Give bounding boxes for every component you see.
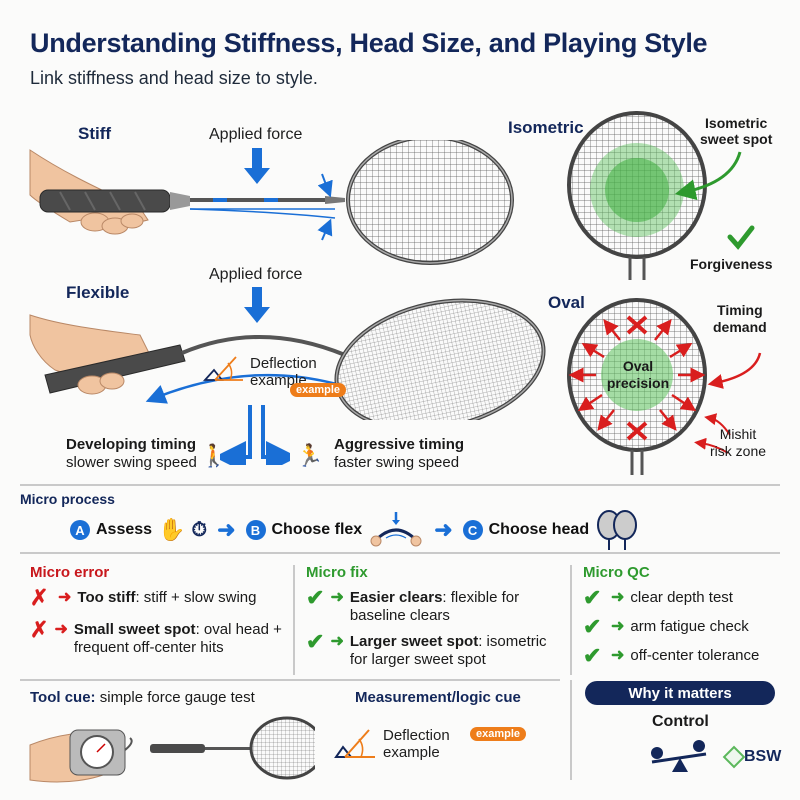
divider: [20, 679, 560, 681]
tool-cue-label: Tool cue: simple force gauge test: [30, 689, 255, 706]
divider: [293, 565, 295, 675]
micro-process-steps: A Assess ✋ ⏱ ➜ B Choose flex ➜ C Choose …: [70, 510, 639, 550]
micro-error-item: ✗ ➜ Too stiff: stiff + slow swing: [30, 585, 257, 610]
forgiveness-label: Forgiveness: [690, 256, 773, 272]
oval-precision-label: Oval precision: [606, 358, 670, 391]
oval-label: Oval: [548, 293, 585, 312]
force-gauge-illustration: [29, 716, 315, 783]
divider: [570, 565, 572, 675]
measurement-example-badge: example: [470, 727, 527, 741]
arrow-icon: ➜: [330, 589, 344, 606]
running-person-icon: 🏃: [296, 443, 324, 468]
mishit-risk-zone-label: Mishit risk zone: [710, 426, 767, 459]
process-arrow-icon: ➜: [434, 517, 453, 542]
walking-person-icon: 🚶: [200, 443, 228, 468]
x-icon: ✗: [30, 585, 49, 610]
racket-heads-icon: [597, 510, 638, 550]
isometric-sweet-spot-label: Isometric sweet spot: [700, 115, 773, 147]
why-it-matters-pill: Why it matters: [585, 681, 775, 705]
aggressive-timing-block: Aggressive timing faster swing speed: [334, 436, 465, 471]
developing-timing-block: Developing timing slower swing speed: [66, 436, 197, 471]
micro-fix-section: Micro fix ✔ ➜ Easier clears: flexible fo…: [306, 564, 556, 669]
bsw-logo: BSW: [722, 745, 781, 769]
timing-demand-label: Timing demand: [713, 302, 767, 335]
arrow-icon: ➜: [330, 633, 344, 650]
flexible-racket-illustration: [29, 287, 546, 420]
deflection-angle-icon: [334, 729, 375, 758]
logo-mark-icon: [722, 745, 746, 769]
micro-qc-item: ✔ ➜ off-center tolerance: [583, 643, 760, 668]
micro-qc-section: Micro QC ✔ ➜ clear depth test ✔ ➜ arm fa…: [583, 564, 793, 668]
oval-racket-illustration: [567, 298, 762, 475]
micro-process-heading: Micro process: [20, 491, 115, 507]
process-step-choose-head: C Choose head: [462, 510, 639, 550]
micro-fix-item: ✔ ➜ Easier clears: flexible for baseline…: [306, 585, 520, 625]
arrow-icon: ➜: [611, 589, 625, 606]
divider: [570, 680, 572, 780]
micro-qc-item: ✔ ➜ clear depth test: [583, 585, 733, 610]
page-title: Understanding Stiffness, Head Size, and …: [30, 28, 708, 58]
divider: [20, 552, 780, 554]
timing-split-arrows: [220, 405, 290, 465]
measurement-deflection-text: Deflection example: [383, 727, 450, 761]
process-arrow-icon: ➜: [217, 517, 236, 542]
check-icon: ✔: [306, 629, 325, 654]
check-icon: ✔: [583, 643, 602, 668]
stiff-label: Stiff: [78, 124, 112, 143]
divider: [20, 484, 780, 486]
check-icon: ✔: [583, 585, 602, 610]
stiff-applied-force-label: Applied force: [209, 126, 303, 143]
bend-shaft-icon: [370, 512, 422, 547]
stopwatch-icon: ⏱: [191, 518, 208, 541]
control-label: Control: [652, 713, 709, 730]
micro-fix-item: ✔ ➜ Larger sweet spot: isometric for lar…: [306, 629, 547, 669]
arrow-icon: ➜: [58, 589, 72, 606]
isometric-label: Isometric: [508, 118, 584, 137]
process-step-choose-flex: B Choose flex: [245, 512, 425, 548]
check-icon: ✔: [583, 614, 602, 639]
process-step-assess: A Assess ✋ ⏱: [70, 517, 207, 543]
page-subtitle: Link stiffness and head size to style.: [30, 68, 318, 88]
micro-error-section: Micro error ✗ ➜ Too stiff: stiff + slow …: [30, 564, 295, 657]
deflection-example-badge: example: [290, 383, 347, 397]
isometric-racket-illustration: [567, 111, 755, 280]
x-icon: ✗: [30, 617, 49, 642]
arrow-icon: ➜: [611, 647, 625, 664]
check-icon: ✔: [306, 585, 325, 610]
micro-error-item: ✗ ➜ Small sweet spot: oval head + freque…: [30, 617, 282, 657]
arrow-icon: ➜: [54, 621, 68, 638]
flexible-applied-force-label: Applied force: [209, 266, 303, 283]
stiff-racket-illustration: [29, 140, 514, 265]
micro-qc-item: ✔ ➜ arm fatigue check: [583, 614, 749, 639]
measurement-cue-heading: Measurement/logic cue: [355, 689, 521, 706]
balance-seesaw-icon: [651, 740, 707, 772]
flexible-label: Flexible: [66, 283, 130, 302]
arrow-icon: ➜: [611, 618, 625, 635]
hand-stop-icon: ✋: [158, 517, 186, 542]
